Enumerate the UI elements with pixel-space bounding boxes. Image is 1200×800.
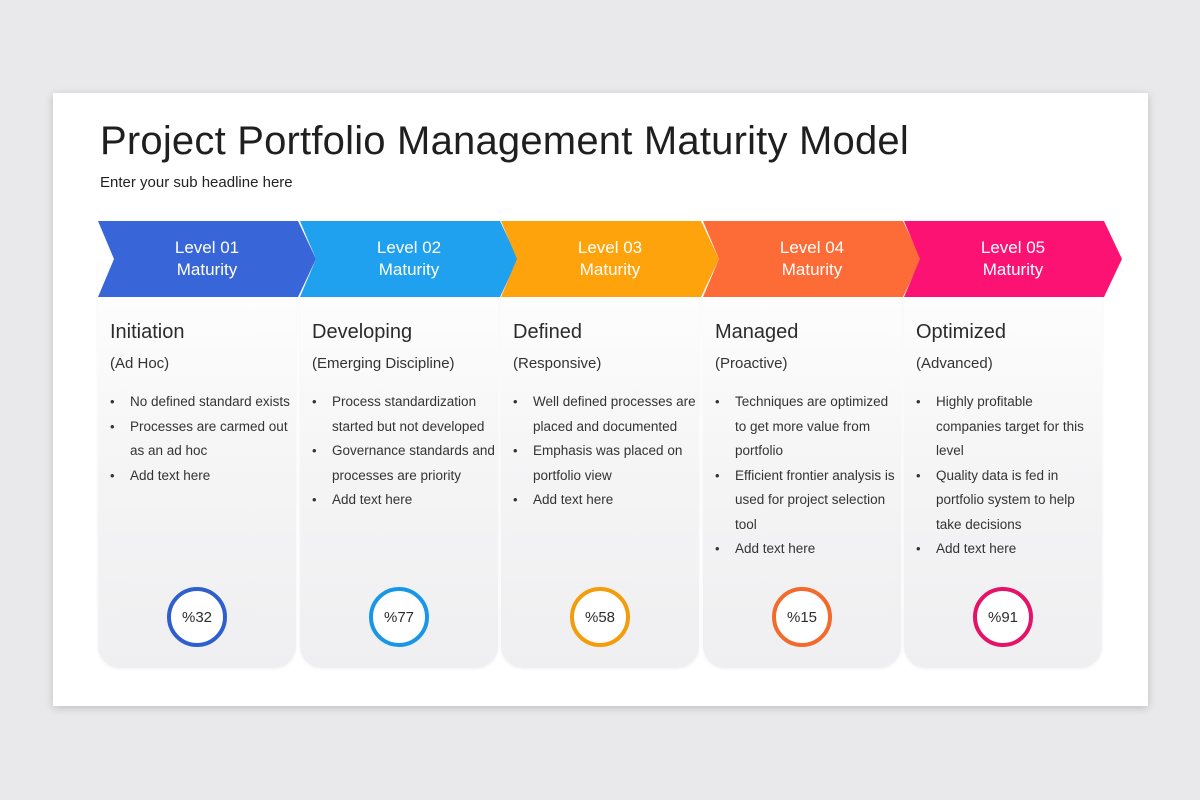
page-title: Project Portfolio Management Maturity Mo… bbox=[100, 119, 909, 163]
stage-type: (Ad Hoc) bbox=[110, 355, 170, 372]
percent-label: %58 bbox=[584, 608, 616, 626]
slide: Project Portfolio Management Maturity Mo… bbox=[53, 93, 1148, 706]
level-column-4: Level 04 Maturity Managed (Proactive) •T… bbox=[703, 221, 921, 668]
maturity-label: Maturity bbox=[378, 260, 440, 279]
level-chevron: Level 02 Maturity bbox=[300, 221, 518, 297]
bullet-dot-icon: • bbox=[513, 443, 518, 458]
level-chevron: Level 01 Maturity bbox=[98, 221, 316, 297]
bullet-item: •Process standardization started but not… bbox=[312, 390, 496, 439]
bullet-item: •Add text here bbox=[110, 464, 294, 489]
bullet-dot-icon: • bbox=[513, 394, 518, 409]
bullet-list: •No defined standard exists •Processes a… bbox=[110, 390, 294, 488]
level-column-5: Level 05 Maturity Optimized (Advanced) •… bbox=[904, 221, 1122, 668]
bullet-dot-icon: • bbox=[312, 394, 317, 409]
stage-type: (Emerging Discipline) bbox=[312, 355, 455, 372]
stage-name: Managed bbox=[715, 321, 799, 343]
percent-ring: %32 bbox=[167, 587, 227, 647]
bullet-item: •Add text here bbox=[715, 537, 899, 562]
bullet-list: •Techniques are optimized to get more va… bbox=[715, 390, 899, 562]
bullet-list: •Well defined processes are placed and d… bbox=[513, 390, 697, 513]
maturity-levels: Level 01 Maturity Initiation (Ad Hoc) •N… bbox=[98, 221, 1122, 668]
stage-name: Developing bbox=[312, 321, 413, 343]
bullet-item: •Emphasis was placed on portfolio view bbox=[513, 439, 697, 488]
level-label: Level 05 bbox=[980, 238, 1046, 257]
level-chevron: Level 03 Maturity bbox=[501, 221, 719, 297]
bullet-dot-icon: • bbox=[312, 443, 317, 458]
bullet-item: •Quality data is fed in portfolio system… bbox=[916, 464, 1100, 538]
percent-label: %91 bbox=[987, 608, 1019, 626]
level-column-2: Level 02 Maturity Developing (Emerging D… bbox=[300, 221, 518, 668]
bullet-dot-icon: • bbox=[513, 492, 518, 507]
bullet-item: •Highly profitable companies target for … bbox=[916, 390, 1100, 464]
stage-name: Defined bbox=[513, 321, 582, 343]
level-column-1: Level 01 Maturity Initiation (Ad Hoc) •N… bbox=[98, 221, 316, 668]
bullet-item: •Add text here bbox=[312, 488, 496, 513]
stage-type: (Responsive) bbox=[513, 355, 602, 372]
page-subtitle: Enter your sub headline here bbox=[100, 174, 293, 191]
bullet-item: •Add text here bbox=[916, 537, 1100, 562]
level-chevron: Level 04 Maturity bbox=[703, 221, 921, 297]
percent-label: %15 bbox=[786, 608, 818, 626]
maturity-label: Maturity bbox=[176, 260, 238, 279]
bullet-item: •Governance standards and processes are … bbox=[312, 439, 496, 488]
stage-type: (Proactive) bbox=[715, 355, 788, 372]
stage-name: Initiation bbox=[110, 321, 185, 343]
bullet-item: •Add text here bbox=[513, 488, 697, 513]
percent-ring: %58 bbox=[570, 587, 630, 647]
bullet-dot-icon: • bbox=[916, 467, 921, 483]
percent-ring: %77 bbox=[369, 587, 429, 647]
percent-label: %32 bbox=[181, 608, 213, 626]
level-column-3: Level 03 Maturity Defined (Responsive) •… bbox=[501, 221, 719, 668]
bullet-dot-icon: • bbox=[312, 492, 317, 507]
stage-type: (Advanced) bbox=[916, 355, 993, 372]
bullet-list: •Highly profitable companies target for … bbox=[916, 390, 1100, 562]
bullet-item: •Processes are carmed out as an ad hoc bbox=[110, 415, 294, 464]
level-chevron: Level 05 Maturity bbox=[904, 221, 1122, 297]
bullet-dot-icon: • bbox=[916, 394, 921, 409]
maturity-label: Maturity bbox=[781, 260, 843, 279]
level-label: Level 03 bbox=[577, 238, 643, 257]
percent-label: %77 bbox=[383, 608, 415, 626]
bullet-list: •Process standardization started but not… bbox=[312, 390, 496, 513]
bullet-dot-icon: • bbox=[110, 467, 115, 483]
bullet-item: •Well defined processes are placed and d… bbox=[513, 390, 697, 439]
level-label: Level 04 bbox=[779, 238, 845, 257]
bullet-dot-icon: • bbox=[916, 541, 921, 556]
bullet-item: •Efficient frontier analysis is used for… bbox=[715, 464, 899, 538]
maturity-label: Maturity bbox=[579, 260, 641, 279]
maturity-label: Maturity bbox=[982, 260, 1044, 279]
percent-ring: %15 bbox=[772, 587, 832, 647]
bullet-item: •No defined standard exists bbox=[110, 390, 294, 415]
bullet-dot-icon: • bbox=[715, 394, 720, 409]
bullet-dot-icon: • bbox=[110, 394, 115, 409]
percent-ring: %91 bbox=[973, 587, 1033, 647]
bullet-dot-icon: • bbox=[715, 541, 720, 556]
bullet-item: •Techniques are optimized to get more va… bbox=[715, 390, 899, 464]
level-label: Level 01 bbox=[174, 238, 240, 257]
stage-name: Optimized bbox=[916, 321, 1007, 343]
bullet-dot-icon: • bbox=[110, 418, 115, 434]
bullet-dot-icon: • bbox=[715, 467, 720, 483]
level-label: Level 02 bbox=[376, 238, 442, 257]
